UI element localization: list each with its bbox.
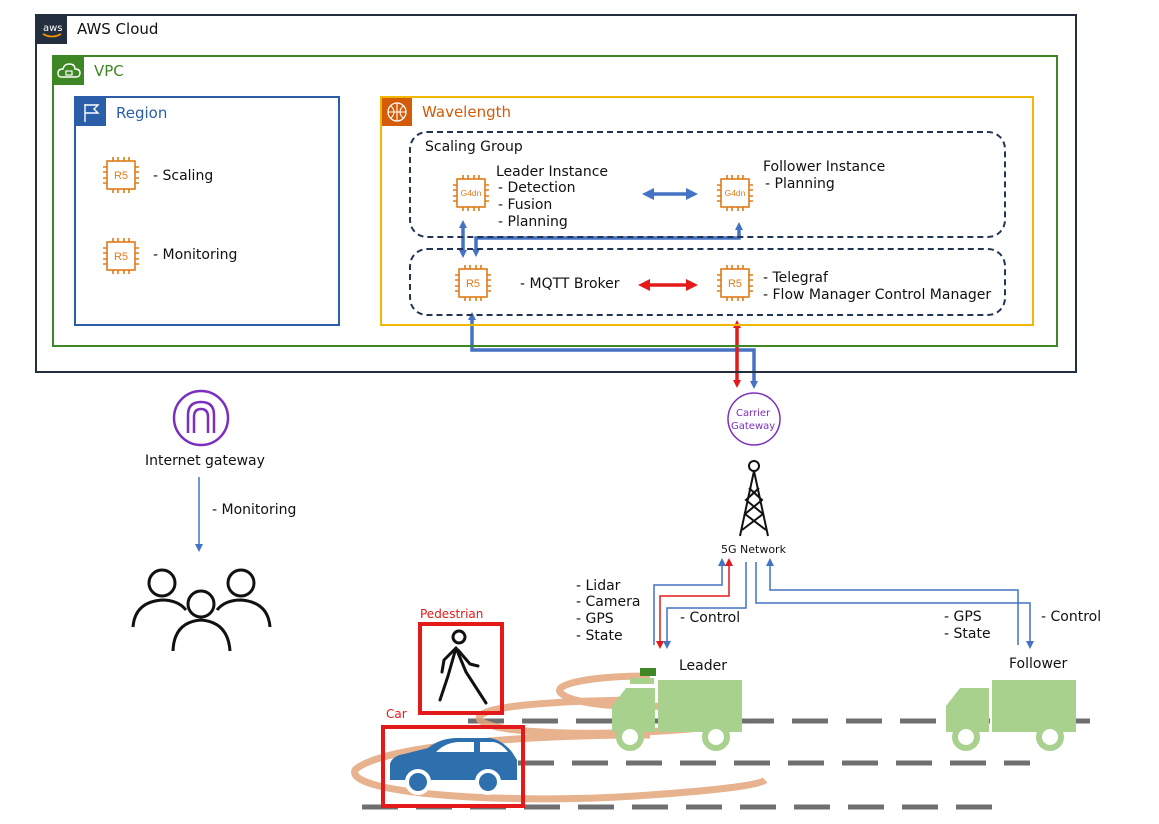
aws-cloud-group: aws AWS Cloud [35,14,1077,373]
car-icon [390,738,517,795]
users-icon [131,568,272,652]
cell-tower-icon [739,460,769,537]
internet-gateway-label: Internet gateway [145,453,265,469]
aws-logo-text: aws [43,23,63,34]
chip-label: R5 [728,278,742,290]
vpc-group: VPC [52,55,1058,347]
wavelength-icon [382,98,412,126]
scaling-group: Scaling Group [409,131,1006,238]
carrier-gateway-label-line2: Gateway [731,421,776,432]
leader-instance-title: Leader Instance [496,164,608,180]
region-label: Region [116,104,168,122]
vpc-cloud-lock-icon [54,57,84,85]
mqtt-broker-label: - MQTT Broker [520,276,620,292]
leader-downlink-label: - Control [680,610,741,626]
manager-task: - Flow Manager Control Manager [763,287,992,303]
follower-uplink-item: - GPS [944,609,982,625]
chip-label: R5 [114,170,128,182]
chip-label: R5 [466,278,480,290]
leader-label: Leader [679,658,728,674]
pedestrian-icon [438,629,488,705]
g4dn-chip-icon-follower: G4dn [717,175,753,211]
follower-truck-icon [946,680,1076,751]
r5-chip-icon-broker: R5 [455,265,491,301]
internet-gateway-icon [172,389,230,447]
region-flag-icon [76,98,106,126]
leader-uplink-item: - GPS [576,611,614,627]
car-detection-box [381,725,525,808]
broker-group [409,248,1006,316]
carrier-gateway-label-line1: Carrier [736,408,771,419]
r5-chip-icon-monitoring: R5 [103,238,139,274]
region-group: Region [74,96,340,326]
manager-task: - Telegraf [763,270,828,286]
r5-chip-icon-scaling: R5 [103,157,139,193]
aws-logo-icon: aws [37,16,67,44]
follower-downlink-label: - Control [1041,609,1102,625]
aws-cloud-label: AWS Cloud [77,20,159,38]
car-detection-label: Car [386,707,407,721]
leader-task: - Fusion [498,197,553,213]
pedestrian-detection-box [418,622,504,715]
leader-uplink-item: - Camera [576,594,641,610]
scaling-group-label: Scaling Group [425,139,523,155]
follower-uplink-item: - State [944,626,991,642]
5g-network-label: 5G Network [721,543,786,556]
carrier-gateway-icon [727,392,781,446]
follower-task: - Planning [765,176,835,192]
region-item-scaling: - Scaling [153,168,214,184]
monitoring-flow-label: - Monitoring [212,502,297,518]
wavelength-label: Wavelength [422,103,511,121]
follower-label: Follower [1009,656,1068,672]
follower-instance-title: Follower Instance [763,159,886,175]
chip-label: G4dn [725,188,746,198]
leader-truck-icon [612,668,742,751]
leader-uplink-item: - State [576,628,623,644]
region-item-monitoring: - Monitoring [153,247,238,263]
pedestrian-detection-label: Pedestrian [420,607,484,621]
connectors [195,188,1034,649]
g4dn-chip-icon-leader: G4dn [453,175,489,211]
r5-chip-icon-manager: R5 [717,265,753,301]
chip-label: G4dn [461,188,482,198]
chip-label: R5 [114,251,128,263]
leader-task: - Detection [498,180,576,196]
leader-task: - Planning [498,214,568,230]
wavelength-group: Wavelength [380,96,1034,326]
leader-uplink-item: - Lidar [576,578,621,594]
vpc-label: VPC [94,62,124,80]
